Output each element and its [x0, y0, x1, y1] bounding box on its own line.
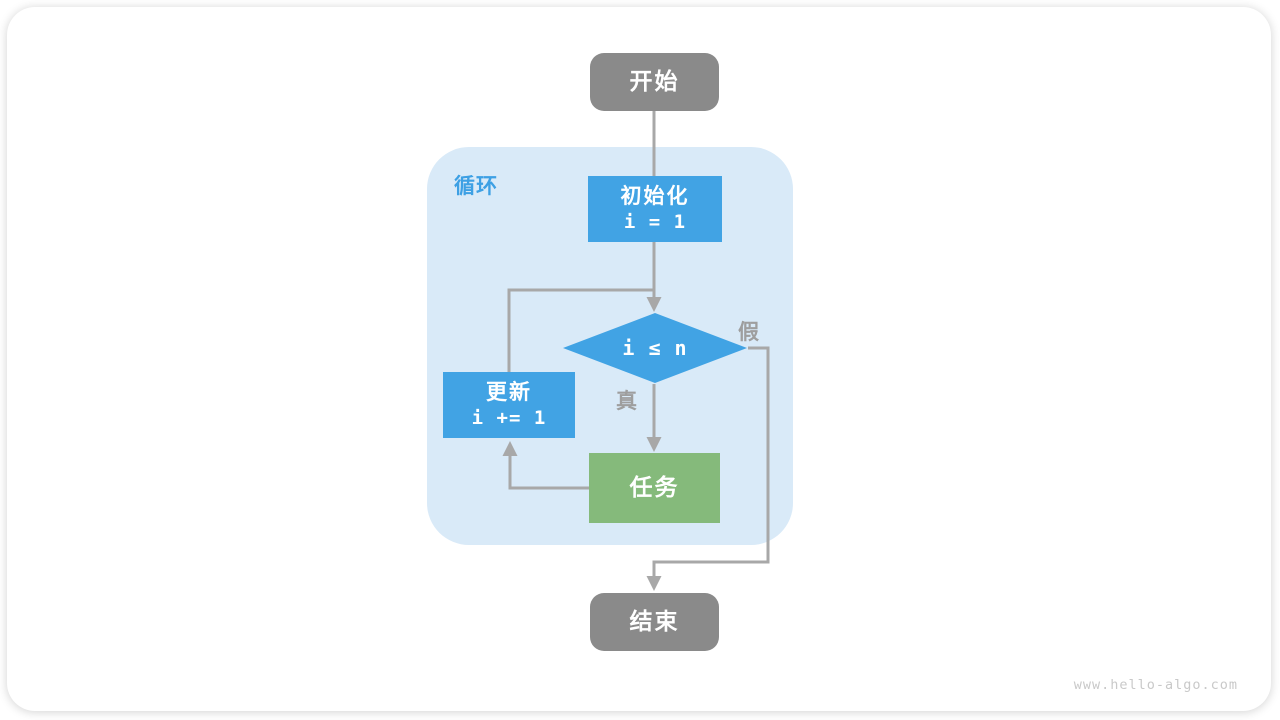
init-node-title: 初始化: [620, 185, 690, 208]
start-node-label: 开始: [629, 68, 680, 95]
task-node: 任务: [589, 453, 720, 523]
branch-label-false: 假: [738, 321, 759, 344]
update-node-title: 更新: [486, 381, 532, 404]
condition-node-label: i ≤ n: [622, 336, 688, 360]
task-node-label: 任务: [629, 474, 680, 501]
update-node: 更新 i += 1: [443, 372, 575, 438]
end-node-label: 结束: [629, 608, 680, 635]
init-node-code: i = 1: [623, 211, 687, 234]
init-node: 初始化 i = 1: [588, 176, 722, 242]
watermark-text: www.hello-algo.com: [1073, 677, 1238, 693]
loop-label: 循环: [454, 175, 498, 198]
start-node: 开始: [590, 53, 719, 111]
end-node: 结束: [590, 593, 719, 651]
branch-label-true: 真: [616, 390, 637, 413]
update-node-code: i += 1: [471, 407, 547, 430]
